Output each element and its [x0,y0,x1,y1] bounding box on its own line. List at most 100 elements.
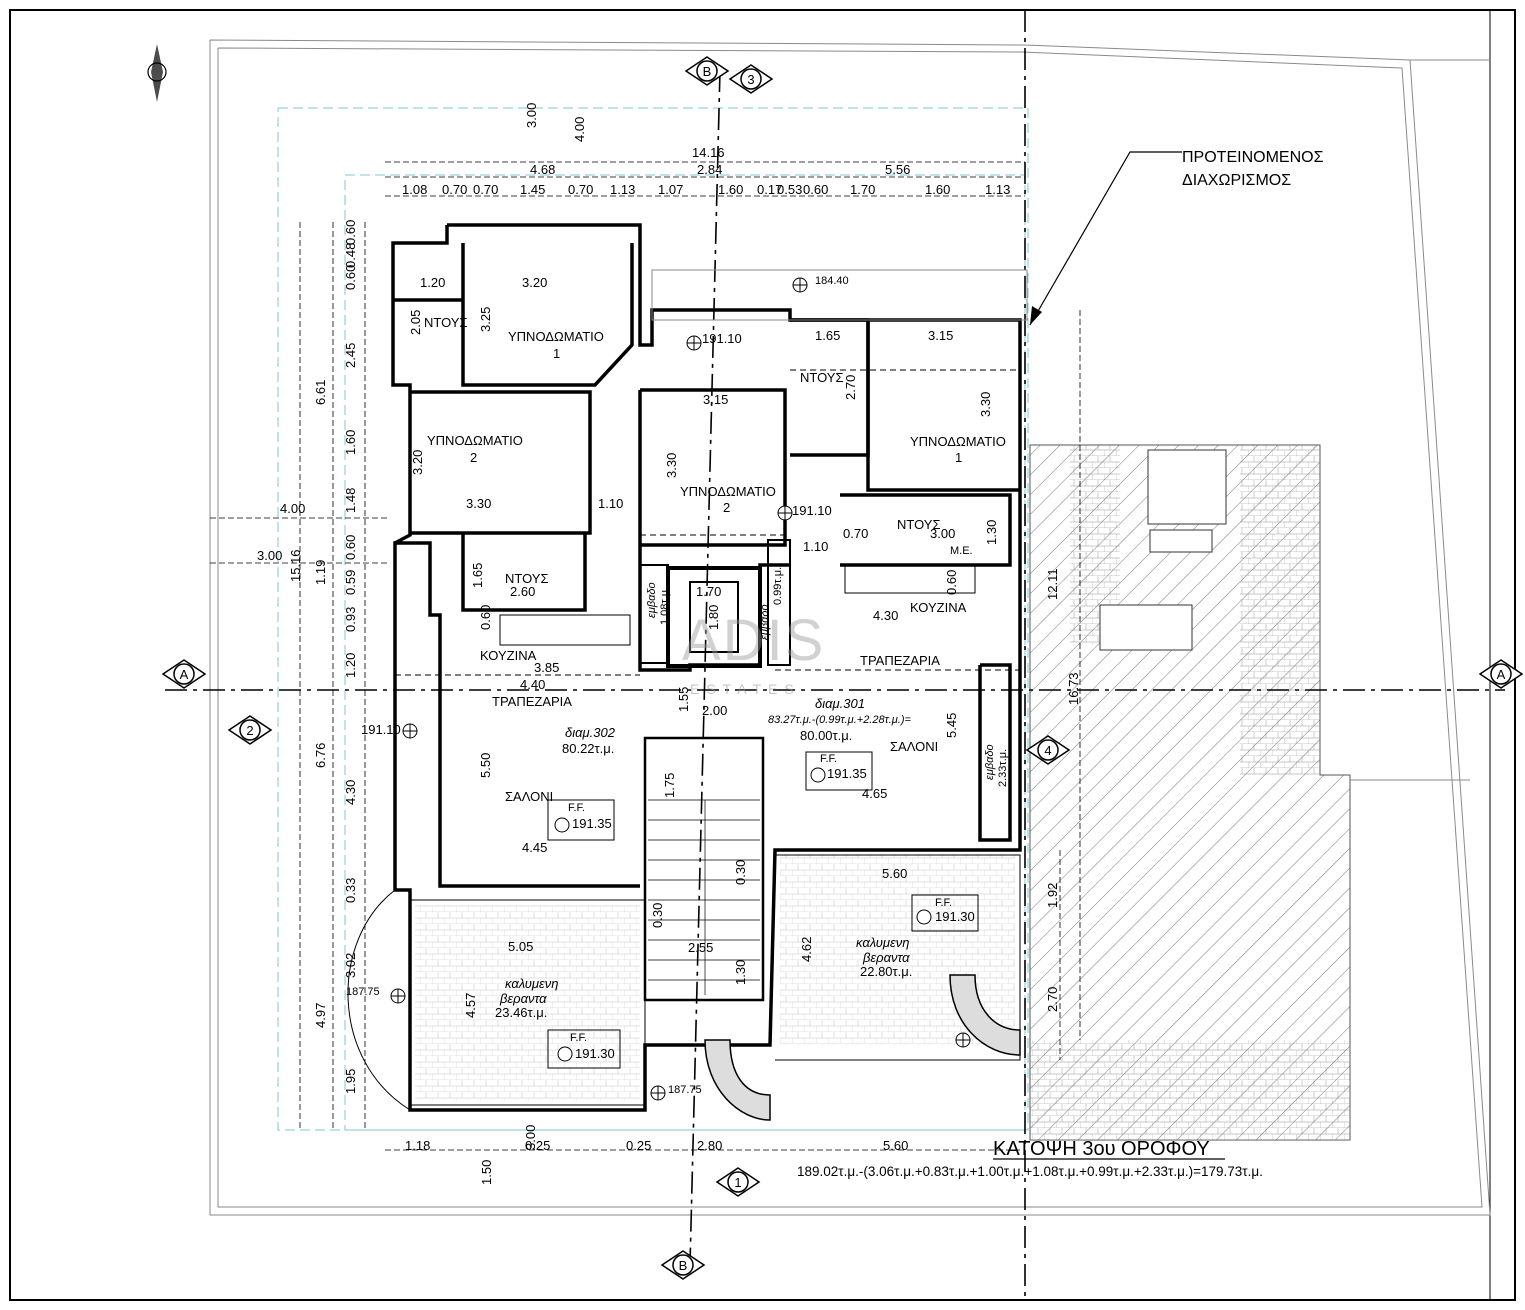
dim: 3.20 [410,450,425,475]
dim: 0.25 [626,1138,651,1153]
room-dining-label: ΤΡΑΠΕΖΑΡΙΑ [492,694,572,709]
elevator-car [689,581,739,653]
dim: 0.33 [343,878,358,903]
apt302-area: 80.22τ.μ. [562,741,614,756]
dim: 3.20 [522,275,547,290]
ff-box-west-veranda [547,1029,621,1069]
dim: 5.60 [882,866,907,881]
room-bedroom-number: 1 [553,346,560,361]
shaft-left [639,564,669,664]
dim: 0.70 [568,182,593,197]
dim: 15.16 [288,549,303,582]
dim: 12.11 [1045,568,1060,600]
dim: 0.48 [343,243,358,268]
shaft-label: εμβαδο [646,582,658,618]
dim: 1.60 [343,430,358,455]
section-marker-B-bottom: B [660,1250,706,1280]
dim: 5.56 [885,162,910,177]
axis-marker-4: 4 [1025,735,1071,765]
level-value: 187.75 [346,986,380,998]
dim: 6.76 [313,743,328,768]
plan-title: ΚΑΤΟΨΗ 3ου ΟΡΟΦΟΥ [993,1138,1210,1160]
dim: 0.59 [343,570,358,595]
bay-window-bottom [704,1039,771,1121]
veranda-west-label2: βεραντα [499,991,547,1006]
dim: 4.00 [572,117,587,142]
wall-shower2-west [461,533,587,612]
neighbor-roof-tiles-3 [1030,1040,1350,1140]
ff-label: F.F. [568,802,585,814]
veranda-east-label1: καλυμενη [856,935,909,950]
axis-marker-2: 2 [227,715,273,745]
dim: 4.45 [522,840,547,855]
dim: 1.13 [610,182,635,197]
dim: 4.30 [343,780,358,805]
bay-window-right [949,974,1021,1056]
shaft-area-2: 0.99τ.μ. [772,567,784,605]
room-kitchen-label: ΚΟΥΖΙΝΑ [910,600,967,615]
setback-line-outer [277,107,1029,1131]
dim: 2.05 [408,310,423,335]
room-bedroom-label: ΥΠΝΟΔΩΜΑΤΙΟ [910,434,1006,449]
level-value: 191.10 [361,722,401,737]
dim: 1.18 [405,1138,430,1153]
dim: 0.60 [343,265,358,290]
plot-boundary [209,39,1491,1216]
ff-box-east-veranda [911,894,979,932]
dim: 4.62 [799,937,814,962]
section-marker-A-left: A [161,659,207,689]
dim: 1.70 [850,182,875,197]
apt301-area: 80.00τ.μ. [800,728,852,743]
dim: 5.50 [478,753,493,778]
dim: 3.00 [523,1125,538,1150]
dim: 0.53 [777,182,802,197]
dim: 0.60 [944,570,959,595]
shaft-area-3: 2.33τ.μ. [997,749,1009,787]
dim: 2.00 [702,703,727,718]
room-shower-label: ΝΤΟΥΣ [800,370,844,385]
dim: 0.30 [650,903,665,928]
dim: 0.60 [343,220,358,245]
dim: 3.30 [664,453,679,478]
dim: 6.61 [313,380,328,405]
wall-veranda-east [775,854,1021,1061]
dim: 0.60 [343,535,358,560]
ff-label: F.F. [820,753,837,765]
dim: 1.65 [815,328,840,343]
svg-text:A: A [180,667,189,682]
dim: 1.10 [803,539,828,554]
ff-label: F.F. [935,897,952,909]
veranda-curve-west [347,889,411,1111]
dim: 4.30 [873,608,898,623]
solar-panel-3 [1099,604,1193,651]
dim: 3.30 [466,496,491,511]
dim: 0.70 [473,182,498,197]
dim: 5.05 [508,939,533,954]
apt302-name: διαμ.302 [565,725,616,740]
dim: 3.00 [524,103,539,128]
room-bedroom-number: 2 [470,450,477,465]
room-dining-label: ΤΡΑΠΕΖΑΡΙΑ [860,653,940,668]
room-shower-label: ΝΤΟΥΣ [897,517,941,532]
level-value: 191.35 [827,766,867,781]
dim: 2.84 [697,162,722,177]
dim: 3.00 [257,548,282,563]
dim: 3.02 [343,953,358,978]
wall-bedroom1-west [461,243,634,387]
plot-boundary-inner [217,47,1483,1208]
dim: 4.40 [520,677,545,692]
dim: 0.17 [757,182,782,197]
dim: 1.50 [479,1160,494,1185]
dim: 1.75 [662,773,677,798]
level-value: 191.30 [575,1046,615,1061]
dim: 5.60 [883,1138,908,1153]
dim: 1.65 [470,563,485,588]
dim: 1.13 [985,182,1010,197]
dim: 3.15 [928,328,953,343]
room-kitchen-label: ΚΟΥΖΙΝΑ [480,648,537,663]
svg-text:3: 3 [747,72,754,87]
stair-treads [648,799,760,995]
veranda-west-label1: καλυμενη [505,976,558,991]
dim: 1.70 [696,584,721,599]
